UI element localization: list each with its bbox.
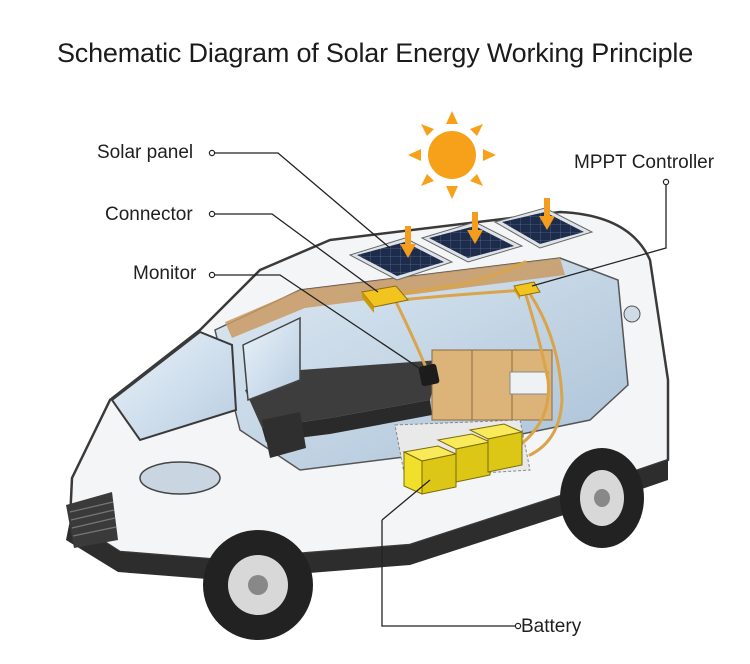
sunlight-arrow-1 bbox=[400, 226, 416, 258]
cables bbox=[383, 260, 564, 457]
battery-3 bbox=[468, 423, 524, 473]
leader-dots bbox=[208, 149, 670, 630]
label-battery: Battery bbox=[521, 616, 582, 637]
sunlight-arrows bbox=[400, 198, 555, 258]
sunlight-arrow-3 bbox=[539, 198, 555, 230]
leader-lines bbox=[212, 152, 667, 627]
monitor-device bbox=[418, 363, 440, 387]
label-connector: Connector bbox=[105, 204, 193, 225]
sunlight-arrow-2 bbox=[467, 212, 483, 244]
solar-panel-1 bbox=[348, 237, 454, 281]
rear-wheel bbox=[560, 448, 644, 548]
battery-1 bbox=[402, 445, 458, 495]
diagram-title: Schematic Diagram of Solar Energy Workin… bbox=[56, 38, 694, 68]
label-solar-panel: Solar panel bbox=[97, 142, 194, 163]
connector-box bbox=[361, 285, 409, 313]
sun-icon bbox=[408, 111, 496, 199]
label-monitor: Monitor bbox=[133, 263, 197, 284]
front-wheel bbox=[203, 530, 313, 640]
label-mppt-controller: MPPT Controller bbox=[574, 152, 715, 173]
solar-panel-3 bbox=[493, 207, 594, 249]
battery-2 bbox=[436, 433, 492, 483]
solar-panel-2 bbox=[420, 221, 524, 263]
solar-panels bbox=[348, 207, 594, 281]
batteries bbox=[402, 423, 524, 495]
